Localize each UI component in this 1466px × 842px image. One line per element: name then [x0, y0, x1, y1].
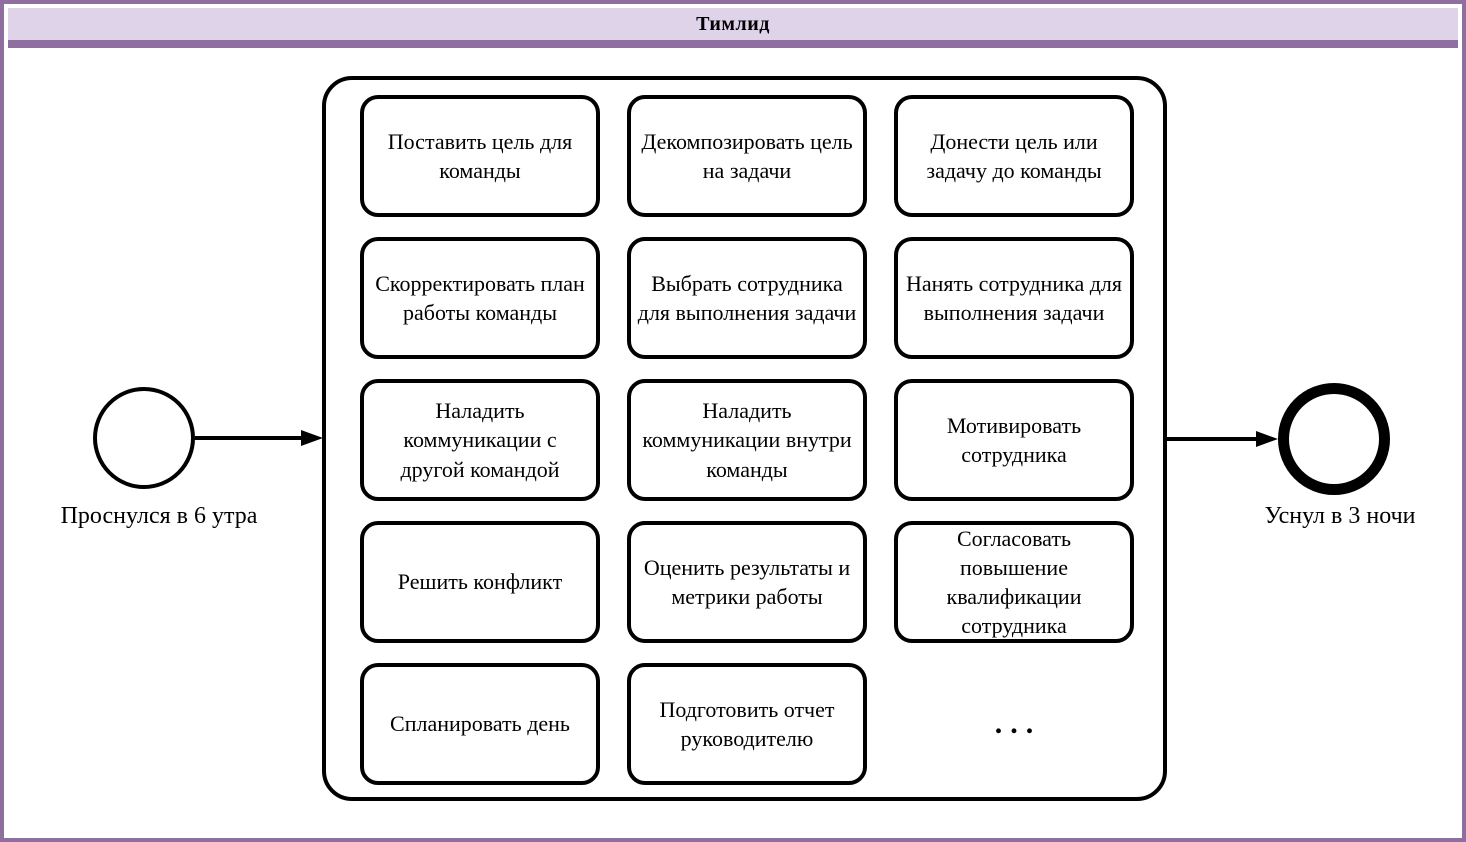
task-box: Спланировать день — [360, 663, 600, 785]
task-box: Наладить коммуникации внутри команды — [627, 379, 867, 501]
pool-header: Тимлид — [8, 8, 1458, 48]
sequence-flow-end-arrow — [1165, 431, 1278, 447]
task-box: Мотивировать сотрудника — [894, 379, 1134, 501]
task-box: Донести цель или задачу до команды — [894, 95, 1134, 217]
task-box: Декомпозировать цель на задачи — [627, 95, 867, 217]
task-box: Нанять сотрудника для выполнения задачи — [894, 237, 1134, 359]
task-box: Подготовить отчет руководителю — [627, 663, 867, 785]
end-event-label: Уснул в 3 ночи — [1264, 503, 1416, 529]
task-box: Поставить цель для команды — [360, 95, 600, 217]
tasks-ellipsis: ... — [894, 663, 1134, 785]
task-box: Согласовать повышение квалификации сотру… — [894, 521, 1134, 643]
sequence-flow-start-arrow — [195, 430, 323, 446]
task-box: Оценить результаты и метрики работы — [627, 521, 867, 643]
end-event-circle — [1278, 383, 1390, 495]
task-box: Наладить коммуникации с другой командой — [360, 379, 600, 501]
task-box: Решить конфликт — [360, 521, 600, 643]
task-grid: Поставить цель для команды Декомпозирова… — [360, 95, 1134, 785]
pool-title: Тимлид — [696, 12, 770, 35]
start-event-label: Проснулся в 6 утра — [60, 503, 258, 529]
task-box: Скорректировать план работы команды — [360, 237, 600, 359]
task-box: Выбрать сотрудника для выполнения задачи — [627, 237, 867, 359]
start-event-circle — [93, 387, 195, 489]
